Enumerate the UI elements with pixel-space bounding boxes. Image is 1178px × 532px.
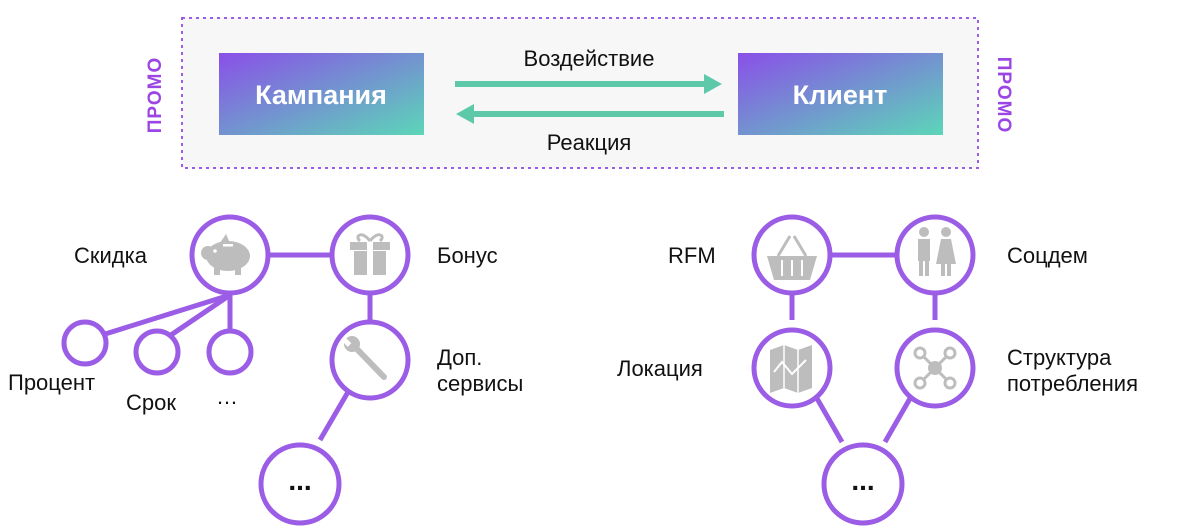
wrench-icon (342, 336, 387, 380)
left-more-node (258, 442, 342, 526)
campaign-label: Кампания (255, 80, 387, 110)
campaign-box (219, 53, 424, 135)
network-icon (913, 346, 957, 390)
rfm-node (751, 214, 833, 296)
percent-label: Процент (8, 370, 95, 395)
socdem-label: Соцдем (1007, 243, 1088, 268)
client-label: Клиент (793, 80, 888, 110)
left-more-label: ... (288, 465, 311, 496)
bonus-label: Бонус (437, 243, 498, 268)
right-graph-edges (789, 252, 938, 444)
other-node (206, 328, 254, 376)
gift-icon (350, 233, 390, 275)
term-node (133, 328, 181, 376)
services-label-line2: сервисы (437, 371, 523, 396)
percent-node (61, 319, 109, 367)
piggy-bank-icon (201, 234, 250, 275)
socdem-node (894, 214, 976, 296)
services-label-line1: Доп. (437, 345, 482, 370)
map-icon (770, 345, 812, 393)
forward-arrow-label: Воздействие (524, 46, 655, 71)
back-arrow (456, 104, 724, 124)
right-more-label: ... (851, 465, 874, 496)
right-more-node (821, 442, 905, 526)
left-graph-edges (101, 252, 373, 442)
term-label: Срок (126, 390, 176, 415)
back-arrow-label: Реакция (547, 130, 632, 155)
people-icon (918, 227, 956, 276)
promo-label-left: ПРОМО (145, 57, 166, 133)
promo-label-right: ПРОМО (993, 57, 1014, 133)
structure-label-line1: Структура (1007, 345, 1112, 370)
discount-label: Скидка (74, 243, 148, 268)
other-label: … (216, 384, 238, 409)
forward-arrow (455, 74, 722, 94)
basket-icon (767, 235, 817, 280)
location-label: Локация (617, 356, 703, 381)
client-box (738, 53, 943, 135)
rfm-label: RFM (668, 243, 716, 268)
structure-label-line2: потребления (1007, 371, 1138, 396)
